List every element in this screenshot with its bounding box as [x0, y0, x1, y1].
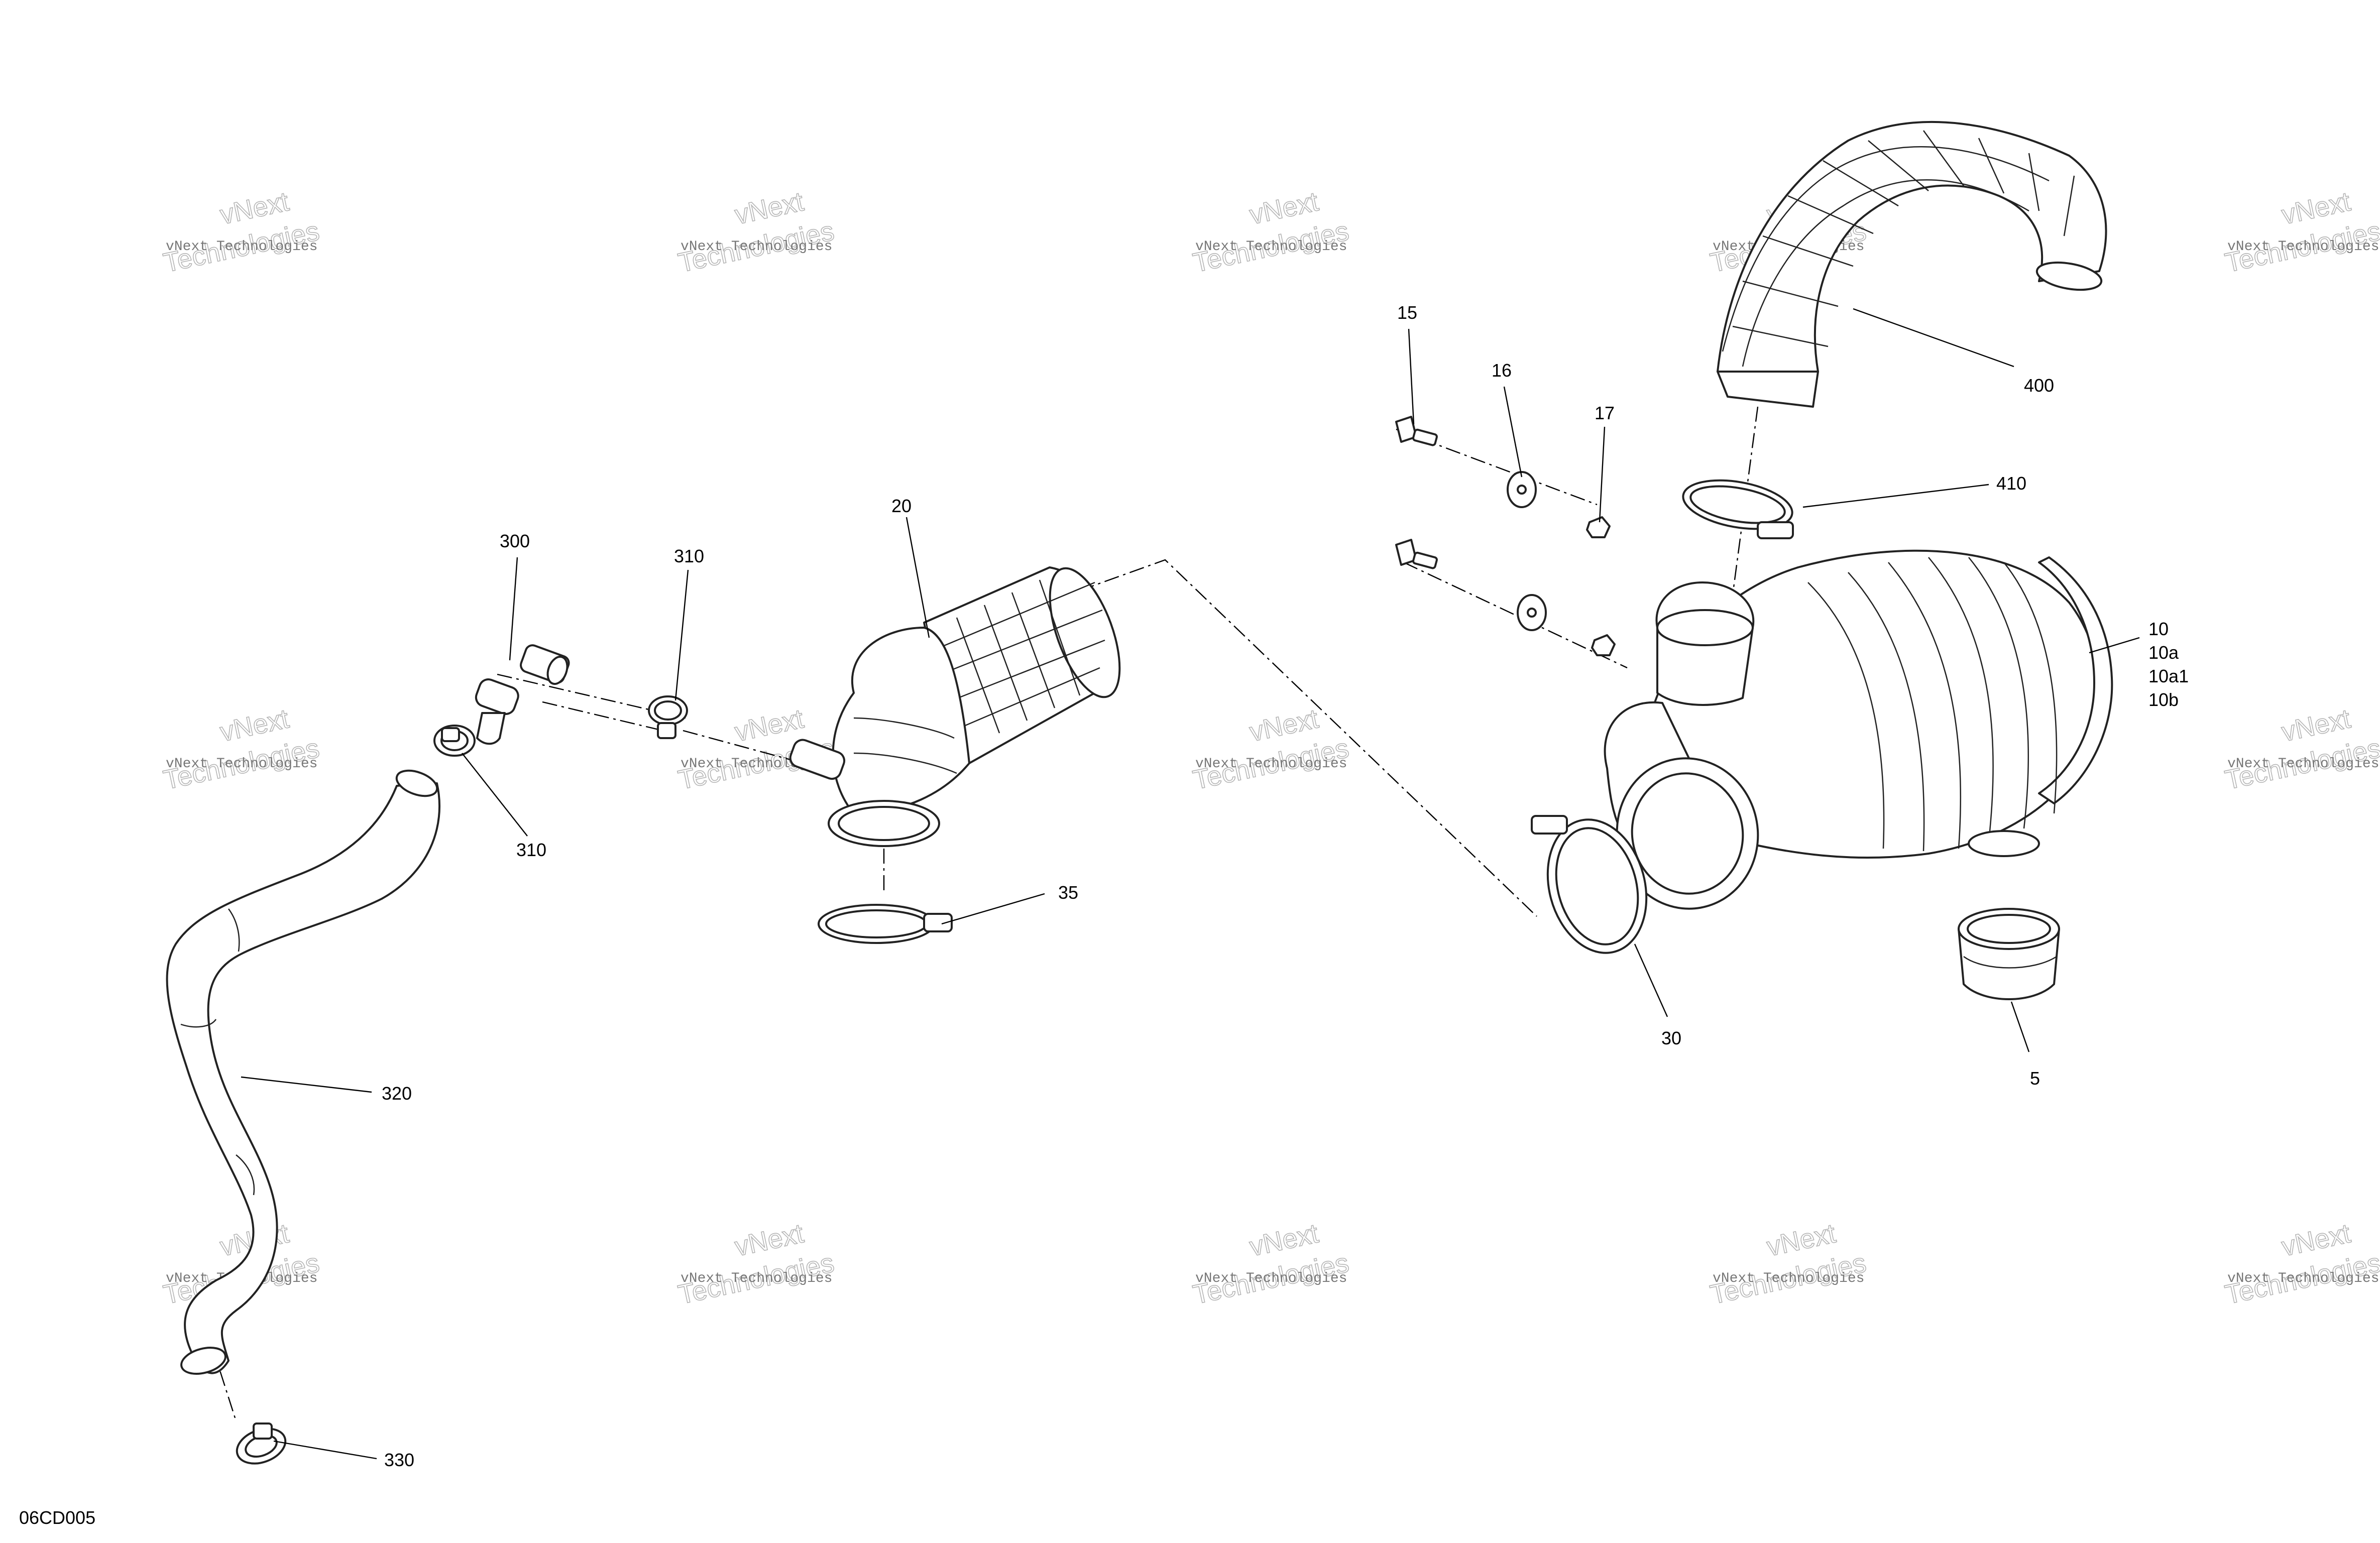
callout-35: 35 — [1058, 882, 1078, 903]
clamp-410[interactable] — [1679, 473, 1796, 539]
clamp-35[interactable] — [818, 904, 953, 944]
watermark-small: vNext Technologies — [2227, 239, 2379, 255]
watermark-small: vNext Technologies — [2227, 756, 2379, 772]
watermark-small: vNext Technologies — [1195, 756, 1347, 772]
washer-16-upper[interactable] — [1507, 471, 1537, 508]
air-filter-housing-10[interactable] — [1604, 549, 2113, 920]
callout-16: 16 — [1492, 360, 1512, 381]
clamp-310-lower[interactable] — [433, 725, 476, 757]
watermark-small: vNext Technologies — [681, 1271, 832, 1286]
diagram-id: 06CD005 — [19, 1507, 95, 1528]
watermark-small: vNext Technologies — [1713, 1271, 1864, 1286]
callout-10: 10 — [2148, 619, 2169, 639]
callout-30: 30 — [1661, 1028, 1681, 1048]
nut-17-upper[interactable] — [1586, 516, 1611, 538]
callout-310-lower: 310 — [516, 840, 546, 860]
bolt-15-lower[interactable] — [1395, 539, 1438, 569]
leader-lines — [241, 308, 2140, 1460]
clamp-30[interactable] — [1531, 808, 1661, 964]
washer-16-lower[interactable] — [1517, 594, 1547, 631]
watermark-small: vNext Technologies — [681, 239, 832, 255]
clamp-330[interactable] — [232, 1422, 290, 1470]
callout-labels: 300 310 310 320 330 20 35 15 16 17 400 4… — [382, 302, 2189, 1470]
callout-300: 300 — [500, 531, 530, 551]
adapter-5[interactable] — [1958, 908, 2060, 1000]
clamp-310-upper[interactable] — [648, 695, 688, 739]
callout-10a1: 10a1 — [2148, 666, 2189, 686]
bolt-15-upper[interactable] — [1395, 416, 1438, 446]
watermark-small: vNext Technologies — [1195, 239, 1347, 255]
nut-17-lower[interactable] — [1591, 634, 1616, 656]
callout-400: 400 — [2024, 375, 2054, 396]
callout-410: 410 — [1996, 473, 2026, 494]
hose-320[interactable] — [166, 766, 441, 1378]
callout-20: 20 — [891, 496, 912, 516]
callout-10b: 10b — [2148, 689, 2179, 710]
watermark-small: vNext Technologies — [166, 239, 317, 255]
callout-10a: 10a — [2148, 642, 2179, 663]
callout-310-upper: 310 — [674, 546, 704, 566]
watermark-small: vNext Technologies — [1195, 1271, 1347, 1286]
callout-5: 5 — [2030, 1068, 2040, 1089]
intake-duct-20[interactable] — [788, 559, 1134, 847]
watermark-small: vNext Technologies — [166, 756, 317, 772]
callout-17: 17 — [1595, 403, 1615, 423]
watermark-small: vNext Technologies — [2227, 1271, 2379, 1286]
elbow-fitting-300[interactable] — [474, 643, 571, 745]
callout-320: 320 — [382, 1083, 412, 1104]
callout-15: 15 — [1397, 302, 1417, 323]
snorkel-duct-400[interactable] — [1717, 121, 2107, 408]
callout-330: 330 — [384, 1450, 414, 1470]
